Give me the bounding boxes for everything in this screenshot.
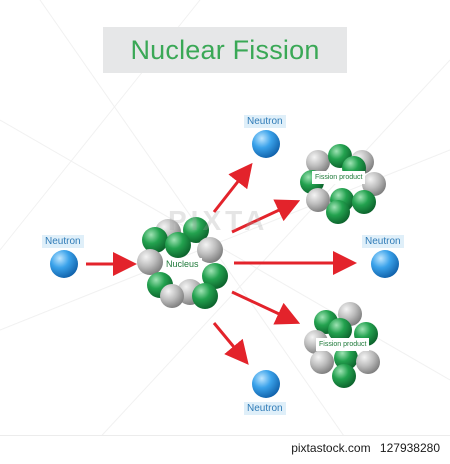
footer-site: pixtastock.com <box>291 441 371 455</box>
label-neutron-top: Neutron <box>244 115 286 128</box>
label-fission-product-top: Fission product <box>312 171 366 184</box>
neutron-right <box>371 250 399 278</box>
arrow-to-product-bottom <box>231 290 301 325</box>
watermark: PIXTA <box>168 205 269 236</box>
footer-credit: pixtastock.com 127938280 <box>291 441 440 455</box>
label-neutron-bottom: Neutron <box>244 402 286 415</box>
footer-bar: pixtastock.com 127938280 <box>0 435 450 460</box>
fission-product-top <box>300 144 386 224</box>
arrow-to-neutron-top <box>212 162 253 213</box>
arrow-to-product-top <box>231 199 301 234</box>
arrows <box>86 162 357 365</box>
footer-id: 127938280 <box>379 441 440 455</box>
neutron-incoming <box>50 250 78 278</box>
nucleus <box>137 217 228 309</box>
page-title: Nuclear Fission <box>130 34 320 65</box>
label-nucleus: Nucleus <box>163 258 202 271</box>
neutron-bottom <box>252 370 280 398</box>
arrow-to-neutron-bottom <box>212 322 249 365</box>
neutron-top <box>252 130 280 158</box>
title-banner: Nuclear Fission <box>103 27 347 73</box>
label-neutron-incoming: Neutron <box>42 235 84 248</box>
label-neutron-right: Neutron <box>362 235 404 248</box>
label-fission-product-bottom: Fission product <box>316 338 370 351</box>
